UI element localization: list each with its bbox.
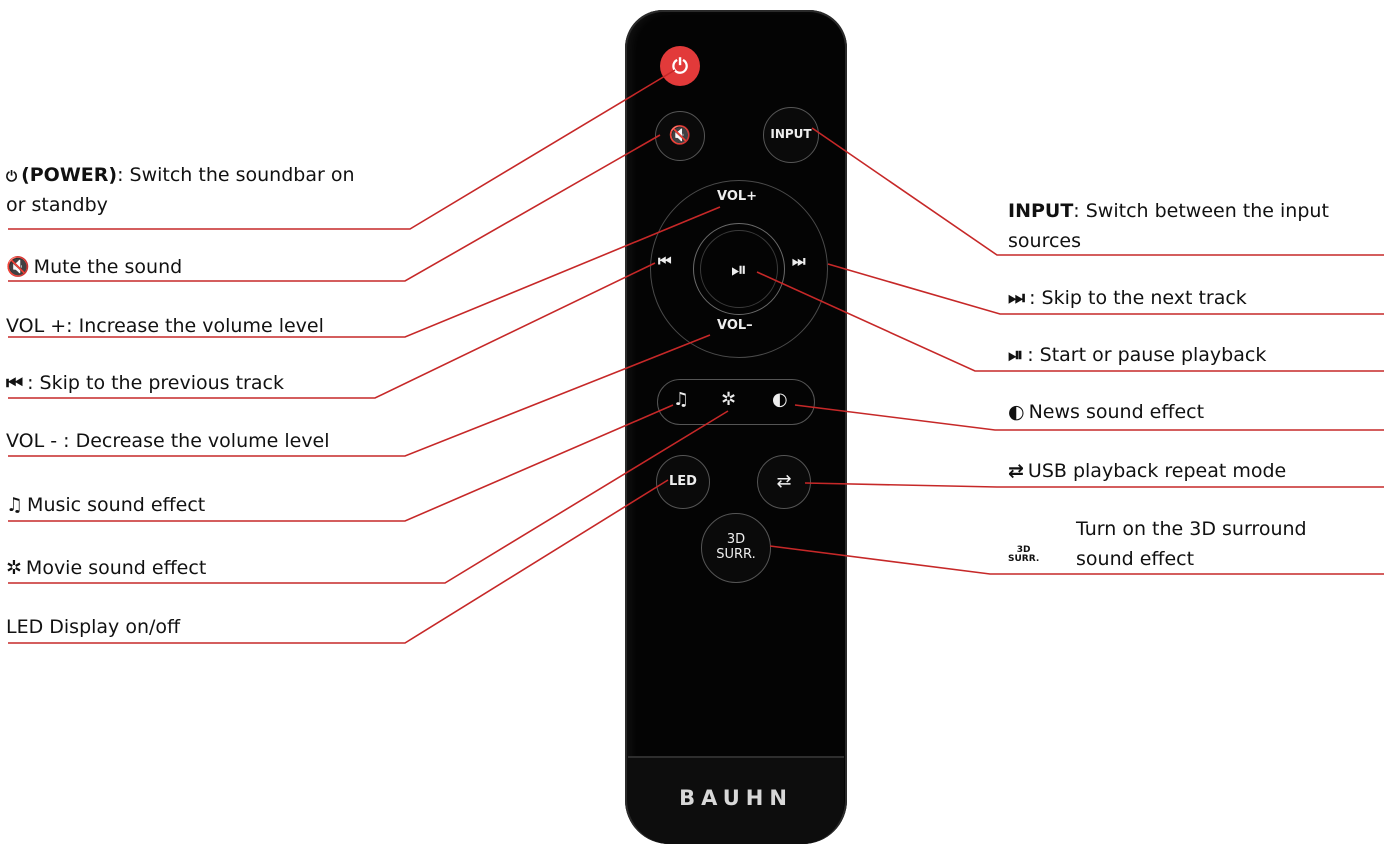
annotation-led: LED Display on/off — [6, 616, 181, 638]
news-effect-button[interactable]: ◐ — [772, 389, 788, 410]
annotation-mute: 🔇Mute the sound — [6, 255, 182, 278]
annotation-surround-icon: 3D SURR. — [1008, 544, 1039, 566]
brand-logo: BAUHN — [679, 786, 793, 810]
leader-led — [8, 479, 669, 644]
annotation-vol-up: VOL +: Increase the volume level — [6, 315, 324, 337]
next-track-icon: ⏭ — [1008, 287, 1026, 309]
surround-3d-button[interactable]: 3D SURR. — [701, 513, 771, 583]
play-pause-icon: ⏯ — [1008, 344, 1024, 366]
annotation-surround: Turn on the 3D surround — [1076, 518, 1307, 540]
leader-vol-up — [8, 206, 721, 338]
leader-power — [8, 69, 676, 230]
surround-3d-icon-line1: 3D — [1016, 545, 1031, 555]
navigation-ring — [650, 180, 828, 358]
mute-icon: 🔇 — [6, 256, 30, 278]
repeat-icon: ⇄ — [1008, 460, 1024, 482]
leader-mute — [8, 134, 661, 282]
sound-effects-bar — [657, 379, 815, 425]
remote-foot — [628, 756, 844, 844]
annotation-news-text: News sound effect — [1028, 401, 1205, 423]
annotation-play-pause-text: : Start or pause playback — [1027, 344, 1267, 366]
leader-vol-down — [8, 334, 711, 457]
led-button-label: LED — [669, 473, 697, 489]
movie-reel-icon: ✲ — [721, 389, 737, 410]
play-pause-icon: ⏯ — [731, 257, 747, 281]
mute-button[interactable]: 🔇 — [655, 111, 705, 161]
repeat-button[interactable]: ⇄ — [757, 455, 811, 509]
leader-surround — [769, 545, 1384, 575]
annotation-input-text: : Switch between the input — [1073, 200, 1329, 222]
music-icon: ♫ — [673, 389, 690, 410]
input-button-label: INPUT — [770, 127, 812, 142]
surround-3d-icon: 3D SURR. — [1008, 546, 1039, 564]
annotation-input-line2: sources — [1008, 230, 1081, 252]
music-icon: ♫ — [6, 494, 24, 516]
annotation-vol-down: VOL - : Decrease the volume level — [6, 430, 330, 452]
annotation-power-text: : Switch the soundbar on — [117, 164, 355, 186]
previous-track-icon: ⏮ — [6, 372, 24, 394]
power-icon: ⏻ — [6, 169, 18, 185]
leader-repeat — [804, 482, 1384, 488]
leader-next — [827, 263, 1384, 315]
news-icon: ◐ — [772, 389, 788, 410]
play-pause-button[interactable]: ⏯ — [700, 230, 778, 308]
input-button[interactable]: INPUT — [763, 107, 819, 163]
next-track-icon: ⏭ — [792, 252, 806, 270]
surround-3d-label-line2: SURR. — [716, 547, 756, 562]
vol-up-button[interactable]: VOL+ — [717, 189, 758, 204]
leader-news — [794, 404, 1384, 431]
annotation-movie: ✲Movie sound effect — [6, 557, 206, 579]
previous-track-button[interactable]: ⏮ — [658, 252, 672, 270]
next-track-button[interactable]: ⏭ — [792, 252, 806, 270]
annotation-power-line2: or standby — [6, 194, 108, 216]
leader-input — [811, 127, 1384, 256]
mute-icon: 🔇 — [668, 124, 692, 146]
annotation-play-pause: ⏯: Start or pause playback — [1008, 344, 1266, 366]
annotation-movie-text: Movie sound effect — [25, 557, 207, 579]
movie-reel-icon: ✲ — [6, 557, 22, 579]
repeat-icon: ⇄ — [776, 470, 792, 492]
leader-movie — [8, 410, 729, 584]
music-effect-button[interactable]: ♫ — [673, 389, 689, 410]
annotation-input-bold: INPUT — [1008, 200, 1074, 222]
annotation-power-bold: (POWER) — [21, 164, 118, 186]
annotation-mute-text: Mute the sound — [33, 256, 183, 278]
annotation-music: ♫Music sound effect — [6, 494, 205, 516]
movie-effect-button[interactable]: ✲ — [721, 389, 736, 410]
power-button[interactable]: ⏻ — [660, 46, 700, 86]
power-icon: ⏻ — [672, 54, 688, 78]
annotation-music-text: Music sound effect — [27, 494, 206, 516]
annotation-next: ⏭: Skip to the next track — [1008, 287, 1247, 309]
vol-down-button[interactable]: VOL– — [717, 318, 753, 333]
annotation-power: ⏻(POWER): Switch the soundbar on — [6, 164, 355, 186]
annotation-previous-text: : Skip to the previous track — [27, 372, 284, 394]
leader-music — [8, 404, 674, 522]
annotation-repeat-text: USB playback repeat mode — [1027, 460, 1287, 482]
annotation-input: INPUT: Switch between the input — [1008, 200, 1329, 222]
surround-3d-icon-line2: SURR. — [1008, 554, 1040, 564]
surround-3d-label-line1: 3D — [726, 532, 746, 548]
news-icon: ◐ — [1008, 401, 1025, 423]
annotation-previous: ⏮: Skip to the previous track — [6, 372, 284, 394]
leader-prev — [8, 262, 656, 399]
annotation-repeat: ⇄USB playback repeat mode — [1008, 460, 1286, 482]
annotation-surround-line2: sound effect — [1076, 548, 1195, 570]
previous-track-icon: ⏮ — [658, 252, 672, 270]
leader-play — [756, 271, 1384, 372]
play-pause-ring — [693, 223, 785, 315]
surround-3d-label: 3D SURR. — [716, 532, 756, 563]
annotation-next-text: : Skip to the next track — [1029, 287, 1247, 309]
annotation-news: ◐News sound effect — [1008, 401, 1204, 423]
